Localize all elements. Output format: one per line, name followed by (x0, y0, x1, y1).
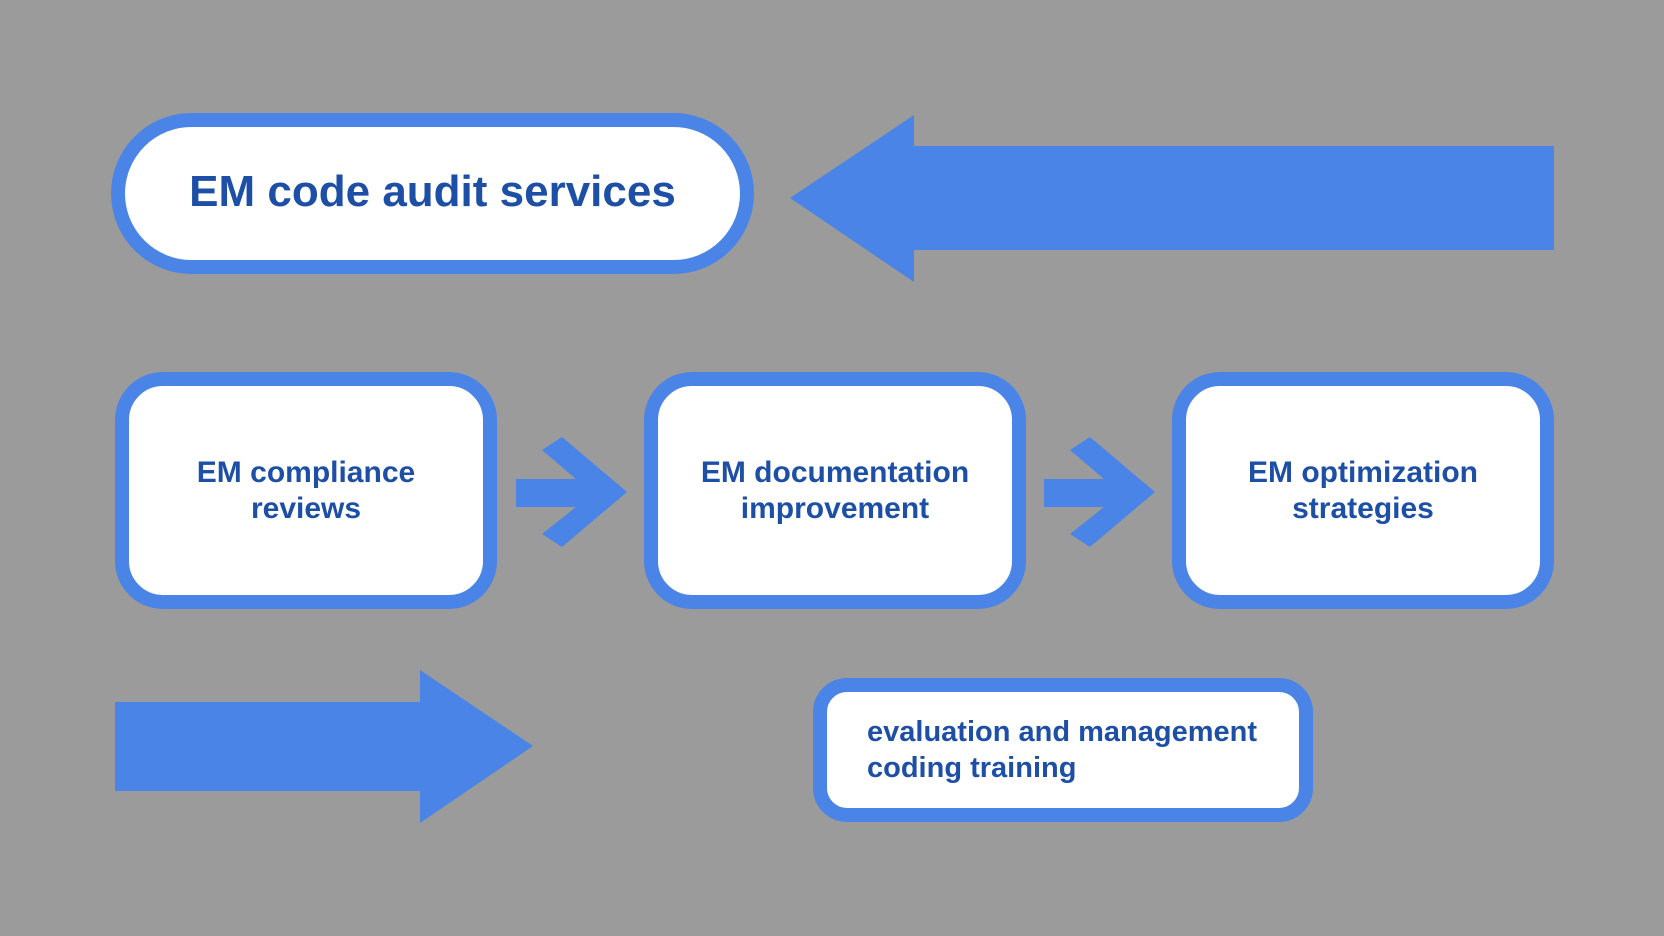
step-node-compliance: EM compliance reviews (115, 372, 497, 609)
step-node-label: EM optimization strategies (1248, 455, 1478, 525)
step-node-label: EM documentation improvement (700, 455, 970, 525)
step-node-documentation: EM documentation improvement (644, 372, 1026, 609)
training-node: evaluation and management coding trainin… (813, 678, 1313, 822)
large-right-arrow-icon (115, 670, 533, 823)
right-arrow-icon (1044, 437, 1155, 547)
title-node: EM code audit services (111, 113, 754, 274)
step-node-optimization: EM optimization strategies (1172, 372, 1554, 609)
large-left-arrow-icon (790, 115, 1554, 282)
training-node-label: evaluation and management coding trainin… (867, 716, 1257, 784)
step-node-label: EM compliance reviews (196, 455, 416, 525)
right-arrow-icon (516, 437, 627, 547)
title-node-label: EM code audit services (189, 166, 676, 216)
